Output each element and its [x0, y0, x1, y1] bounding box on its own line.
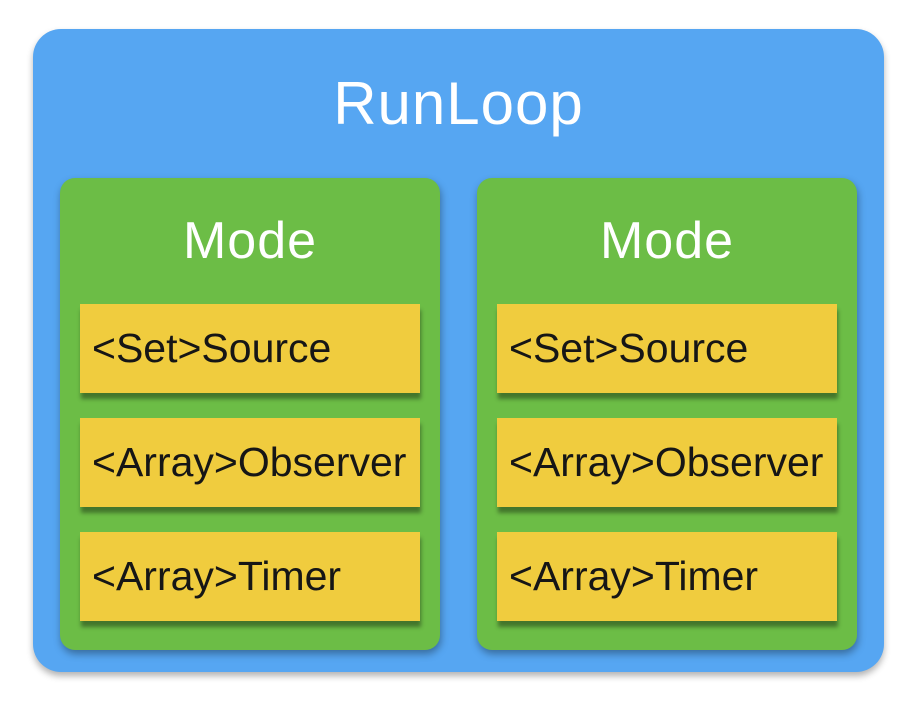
set-source-box: <Set>Source	[497, 304, 837, 393]
array-timer-box: <Array>Timer	[80, 532, 420, 621]
runloop-container: RunLoop Mode <Set>Source <Array>Observer…	[33, 29, 884, 672]
modes-row: Mode <Set>Source <Array>Observer <Array>…	[60, 178, 857, 650]
mode-box-left: Mode <Set>Source <Array>Observer <Array>…	[60, 178, 440, 650]
array-observer-box: <Array>Observer	[80, 418, 420, 507]
array-timer-box: <Array>Timer	[497, 532, 837, 621]
array-observer-box: <Array>Observer	[497, 418, 837, 507]
mode-title: Mode	[599, 212, 735, 270]
mode-title: Mode	[182, 212, 318, 270]
mode-box-right: Mode <Set>Source <Array>Observer <Array>…	[477, 178, 857, 650]
runloop-title: RunLoop	[333, 70, 584, 137]
set-source-box: <Set>Source	[80, 304, 420, 393]
